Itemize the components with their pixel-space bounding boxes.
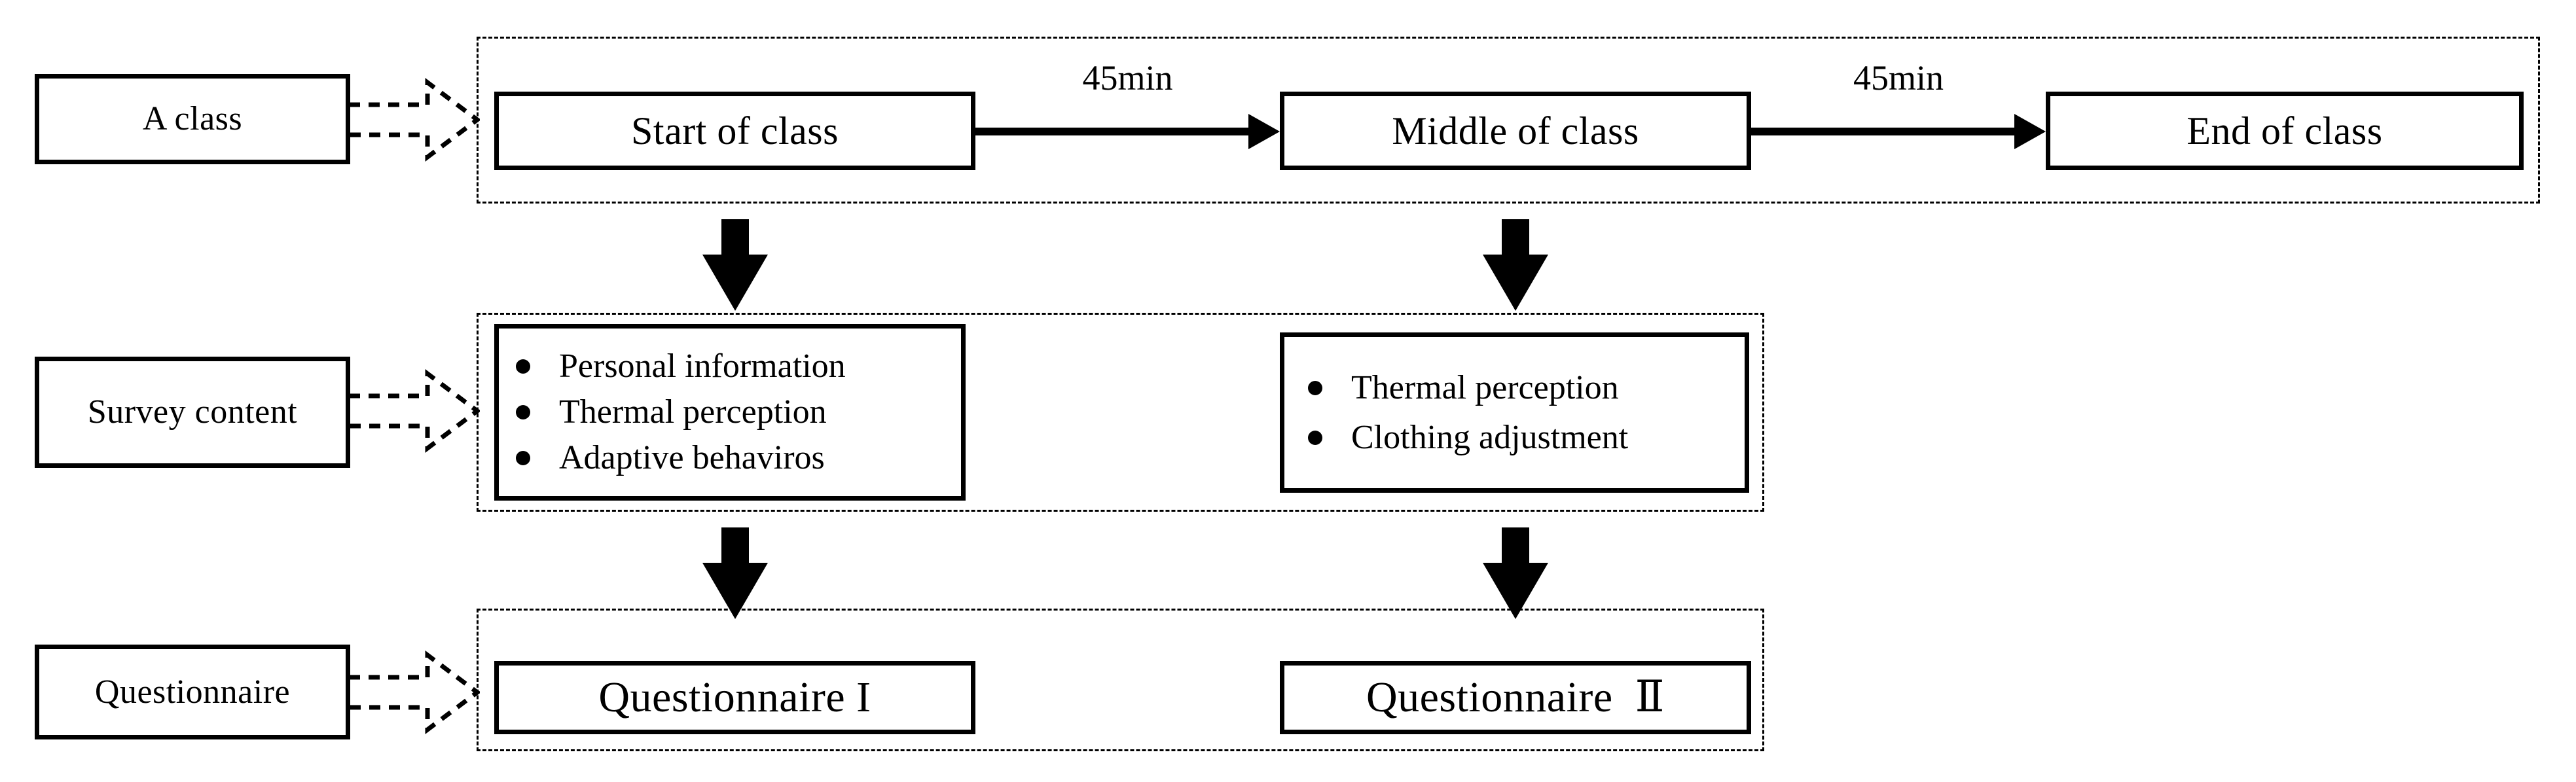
- dashed-block-arrow-a-class: [349, 74, 480, 166]
- questionnaire-box-1[interactable]: Questionnaire I: [494, 661, 975, 734]
- down-arrow-stage1-to-survey1: [702, 219, 768, 311]
- down-arrow-survey1-to-questionnaire1-head: [702, 563, 768, 619]
- interval-label-1-text: 45min: [1082, 58, 1173, 98]
- bullet-icon: [1308, 380, 1322, 395]
- list-item: Clothing adjustment: [1308, 418, 1745, 456]
- list-item: Personal information: [516, 349, 961, 383]
- bullet-icon: [516, 451, 530, 465]
- down-arrow-survey2-to-questionnaire2: [1483, 527, 1548, 619]
- row-label-a-class-text: A class: [142, 100, 243, 138]
- interval-label-2: 45min: [1751, 58, 2046, 98]
- interval-label-1: 45min: [975, 58, 1280, 98]
- survey-content-box-2-item-2: Clothing adjustment: [1351, 418, 1629, 456]
- interval-label-2-text: 45min: [1853, 58, 1944, 98]
- dashed-block-arrow-survey-content: [349, 365, 480, 457]
- list-item: Adaptive behaviros: [516, 441, 961, 475]
- down-arrow-stage2-to-survey2: [1483, 219, 1548, 311]
- survey-content-box-2[interactable]: Thermal perception Clothing adjustment: [1280, 332, 1749, 493]
- timeline-arrow-2: [1751, 114, 2046, 149]
- stage-middle-of-class[interactable]: Middle of class: [1280, 92, 1751, 170]
- survey-content-box-1-item-3: Adaptive behaviros: [559, 439, 825, 476]
- row-label-questionnaire-text: Questionnaire: [94, 673, 291, 711]
- down-arrow-survey1-to-questionnaire1: [702, 527, 768, 619]
- row-label-survey-content-text: Survey content: [87, 393, 298, 431]
- questionnaire-box-2[interactable]: Questionnaire Ⅱ: [1280, 661, 1751, 734]
- timeline-arrow-2-shaft: [1751, 128, 2016, 135]
- stage-start-of-class[interactable]: Start of class: [494, 92, 975, 170]
- questionnaire-box-2-text: Questionnaire Ⅱ: [1366, 673, 1665, 721]
- list-item: Thermal perception: [1308, 368, 1745, 406]
- down-arrow-stage2-to-survey2-head: [1483, 255, 1548, 311]
- down-arrow-survey2-to-questionnaire2-head: [1483, 563, 1548, 619]
- row-label-a-class[interactable]: A class: [35, 74, 350, 164]
- survey-content-box-1[interactable]: Personal information Thermal perception …: [494, 324, 966, 501]
- dashed-block-arrow-questionnaire: [349, 647, 480, 738]
- row-label-questionnaire[interactable]: Questionnaire: [35, 645, 350, 739]
- survey-content-box-1-item-2: Thermal perception: [559, 393, 827, 431]
- survey-content-box-2-item-1: Thermal perception: [1351, 368, 1619, 406]
- timeline-arrow-1-shaft: [975, 128, 1250, 135]
- timeline-arrow-1-head: [1248, 114, 1280, 149]
- questionnaire-box-1-text: Questionnaire I: [598, 673, 871, 721]
- timeline-arrow-2-head: [2014, 114, 2046, 149]
- stage-end-of-class-text: End of class: [2186, 109, 2383, 152]
- bullet-icon: [1308, 430, 1322, 445]
- timeline-arrow-1: [975, 114, 1280, 149]
- stage-start-of-class-text: Start of class: [631, 109, 839, 152]
- stage-end-of-class[interactable]: End of class: [2046, 92, 2524, 170]
- bullet-icon: [516, 405, 530, 419]
- stage-middle-of-class-text: Middle of class: [1392, 109, 1639, 152]
- down-arrow-stage1-to-survey1-head: [702, 255, 768, 311]
- list-item: Thermal perception: [516, 395, 961, 429]
- row-label-survey-content[interactable]: Survey content: [35, 357, 350, 468]
- questionnaire-group-container: [477, 609, 1764, 751]
- survey-content-box-1-item-1: Personal information: [559, 347, 846, 385]
- bullet-icon: [516, 359, 530, 374]
